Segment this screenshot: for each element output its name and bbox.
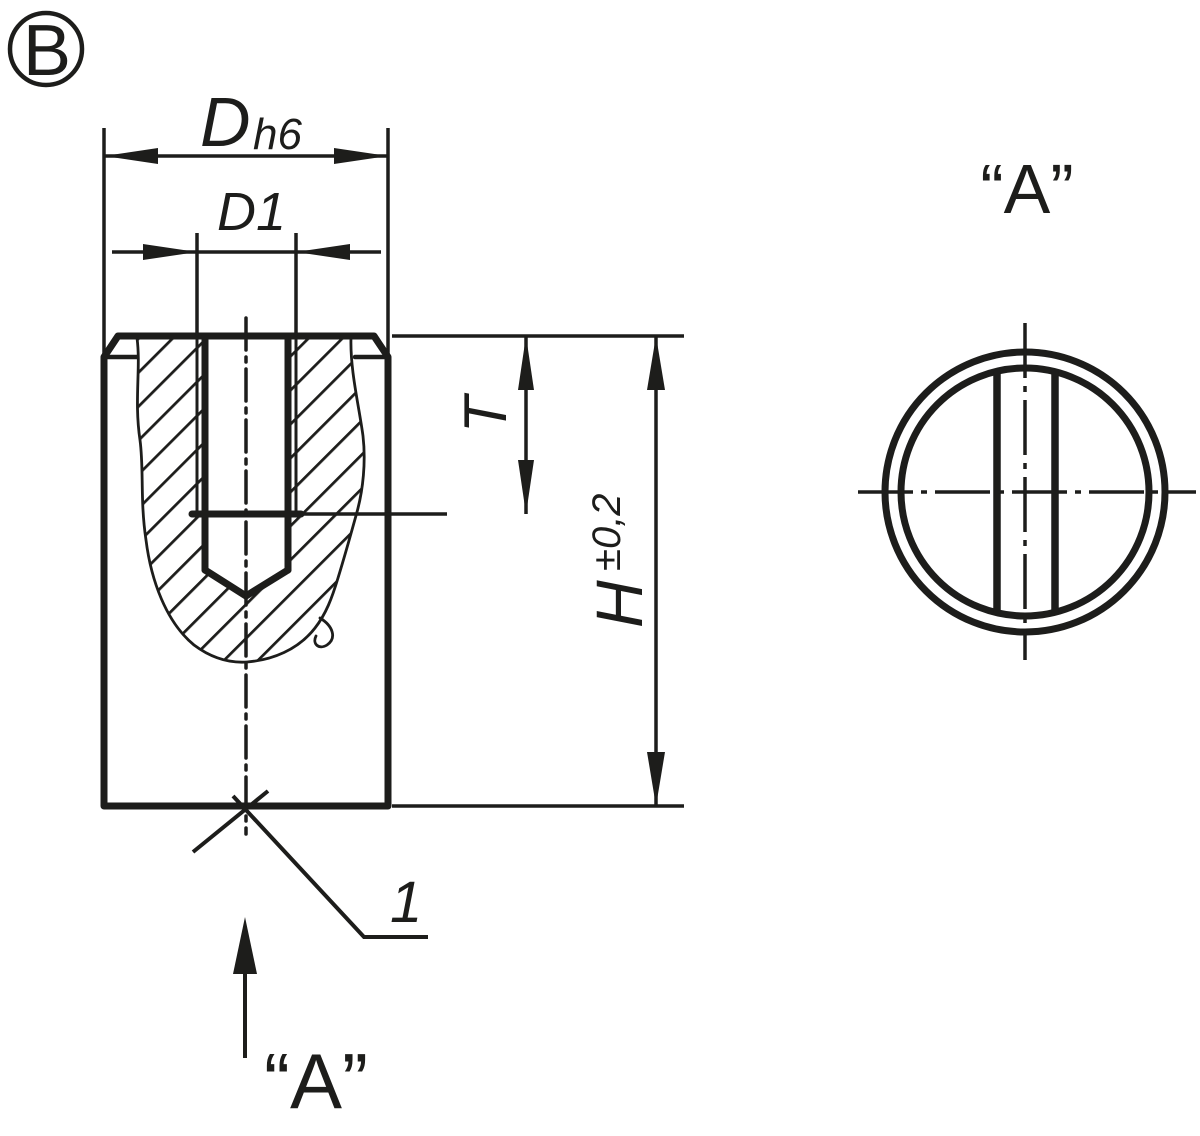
view-title-label: “A” [980,150,1073,228]
contact-mark-line [191,789,270,854]
arrowhead [104,148,158,164]
arrowhead [518,336,534,390]
dim-D-label: D [200,83,251,161]
break-line [135,336,366,664]
dim-T-label: T [452,392,519,433]
dimension-D1: D1 [112,182,381,336]
front-section-view [100,316,392,836]
detail-marker-label: B [23,11,71,91]
item-reference-leader: 1 [191,789,428,939]
arrowhead [518,460,534,514]
item-reference-label: 1 [390,870,422,935]
arrowhead [296,244,350,260]
dimension-D: D h6 [102,83,390,355]
arrowhead [233,917,257,974]
dim-D1-label: D1 [217,182,286,242]
leader-line [231,794,428,939]
side-view-a: “A” [858,150,1196,660]
arrowhead [334,148,388,164]
dim-H-tolerance: ±0,2 [585,493,629,571]
dimension-T: T [303,334,684,516]
dim-H-label: H [582,580,656,628]
detail-marker-b: B [7,10,85,91]
detail-marker-circle [7,10,85,88]
dim-D-fit-label: h6 [253,110,302,159]
arrowhead [647,752,665,806]
arrowhead [647,336,665,390]
view-direction-arrow: “A” [233,917,368,1125]
arrowhead [143,244,197,260]
view-direction-label: “A” [264,1037,368,1125]
break-line-curl [313,616,334,649]
dimension-H: H ±0,2 [392,336,684,808]
